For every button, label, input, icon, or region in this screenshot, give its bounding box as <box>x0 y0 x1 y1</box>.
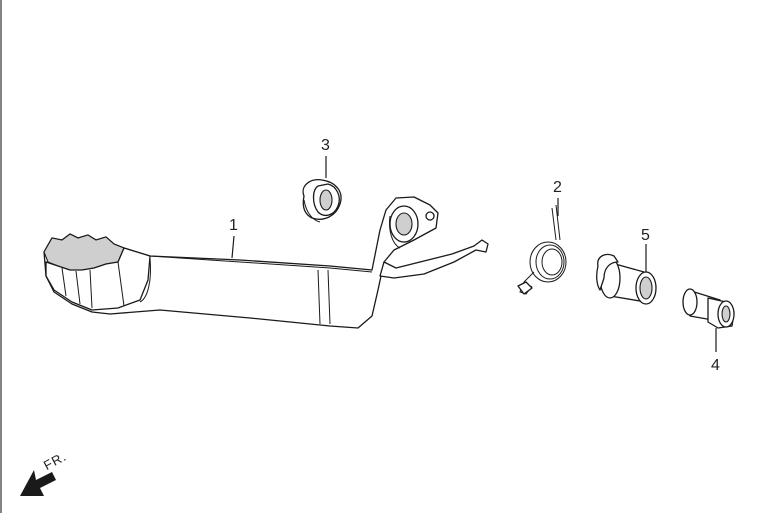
callout-3: 3 <box>321 137 330 154</box>
callout-4: 4 <box>711 357 720 374</box>
front-direction-arrow-icon <box>20 470 56 496</box>
callout-2: 2 <box>553 179 562 196</box>
callout-5: 5 <box>641 227 650 244</box>
part-5-sleeve <box>596 253 657 305</box>
part-3-collar <box>302 179 342 223</box>
callout-1: 1 <box>229 217 238 234</box>
leader-line-1 <box>231 235 235 259</box>
part-2-spring <box>517 204 567 295</box>
part-4-bushing <box>682 288 735 329</box>
part-1-brake-pedal <box>43 196 489 329</box>
